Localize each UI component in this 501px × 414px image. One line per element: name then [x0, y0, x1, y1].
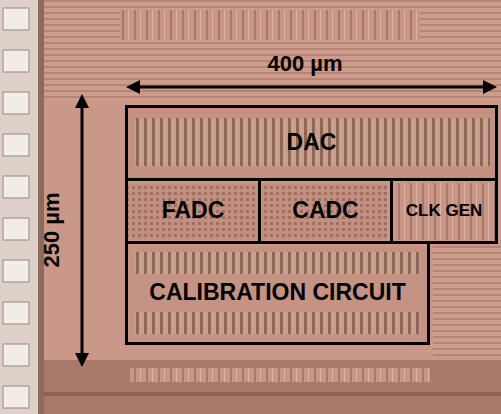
- cadc-block: CADC: [258, 178, 393, 244]
- block-label: CALIBRATION CIRCUIT: [149, 280, 405, 305]
- fadc-block: FADC: [125, 178, 261, 244]
- calibration-block: CALIBRATION CIRCUIT: [125, 241, 430, 345]
- block-label: FADC: [162, 198, 225, 223]
- dimension-label: 400 µm: [267, 51, 342, 77]
- block-label: CLK GEN: [406, 202, 483, 221]
- dimension-arrow: [75, 80, 497, 367]
- dac-block: DAC: [125, 105, 498, 181]
- dimension-label: 250 µm: [39, 192, 65, 267]
- block-label: CADC: [292, 198, 358, 223]
- clock-generator-block: CLK GEN: [390, 178, 498, 244]
- block-label: DAC: [287, 130, 337, 155]
